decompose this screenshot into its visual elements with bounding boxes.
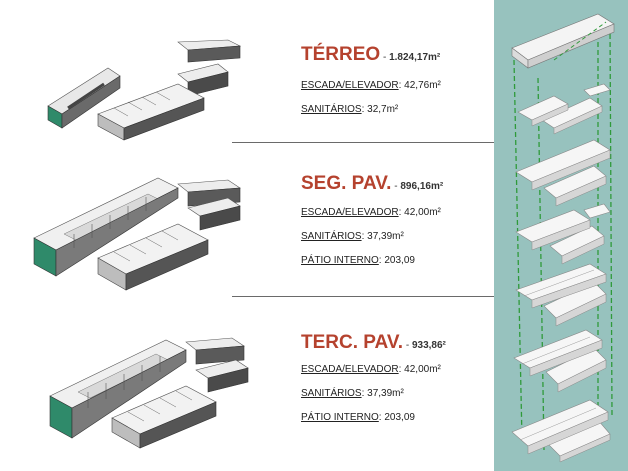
floor-3-axonometric (49, 337, 249, 449)
exploded-stack-panel (494, 0, 628, 471)
floor-3-row-1: ESCADA/ELEVADOR: 42,00m² (301, 364, 441, 375)
floor-3-row-3-value: : 203,09 (378, 412, 415, 423)
floor-1-row-1-label: ESCADA/ELEVADOR (301, 80, 399, 91)
floor-2-row-2: SANITÁRIOS: 37,39m² (301, 231, 404, 242)
divider-1 (232, 142, 494, 143)
floor-1-row-1-value: : 42,76m² (398, 80, 441, 91)
floor-1-row-2: SANITÁRIOS: 32,7m² (301, 104, 398, 115)
floor-3-row-1-label: ESCADA/ELEVADOR (301, 364, 399, 375)
floor-3-name: TERC. PAV. (301, 332, 404, 353)
floor-3-row-2: SANITÁRIOS: 37,39m² (301, 388, 404, 399)
floor-3-row-3: PÁTIO INTERNO: 203,09 (301, 412, 415, 423)
floor-3-title: TERC. PAV. - 933,86² (301, 332, 446, 353)
floor-2-row-3: PÁTIO INTERNO: 203,09 (301, 255, 415, 266)
floor-2-axonometric (33, 177, 241, 291)
floor-3-area: 933,86² (411, 340, 446, 351)
floor-1-title: TÉRREO - 1.824,17m² (301, 44, 441, 65)
floor-2-row-1-label: ESCADA/ELEVADOR (301, 207, 399, 218)
floor-2-row-1: ESCADA/ELEVADOR: 42,00m² (301, 207, 441, 218)
floor-3-row-1-value: : 42,00m² (398, 364, 441, 375)
floor-2-row-3-value: : 203,09 (378, 255, 415, 266)
floor-1-name: TÉRREO (301, 44, 381, 65)
floor-2-title: SEG. PAV. - 896,16m² (301, 173, 444, 194)
floor-1-area: 1.824,17m² (389, 52, 441, 63)
floor-3-row-2-value: : 37,39m² (361, 388, 404, 399)
exploded-stack-diagram (511, 13, 615, 463)
floor-1-axonometric (47, 39, 242, 141)
floor-3-row-3-label: PÁTIO INTERNO (301, 412, 379, 423)
floor-2-row-3-label: PÁTIO INTERNO (301, 255, 379, 266)
floor-2-name: SEG. PAV. (301, 173, 392, 194)
floor-2-row-1-value: : 42,00m² (398, 207, 441, 218)
floor-3-row-2-label: SANITÁRIOS (301, 388, 362, 399)
floor-1-row-2-label: SANITÁRIOS (301, 104, 362, 115)
floor-2-row-2-value: : 37,39m² (361, 231, 404, 242)
divider-2 (232, 296, 494, 297)
floor-1-row-2-value: : 32,7m² (361, 104, 399, 115)
floor-2-row-2-label: SANITÁRIOS (301, 231, 362, 242)
floor-1-row-1: ESCADA/ELEVADOR: 42,76m² (301, 80, 441, 91)
floor-2-area: 896,16m² (400, 181, 444, 192)
